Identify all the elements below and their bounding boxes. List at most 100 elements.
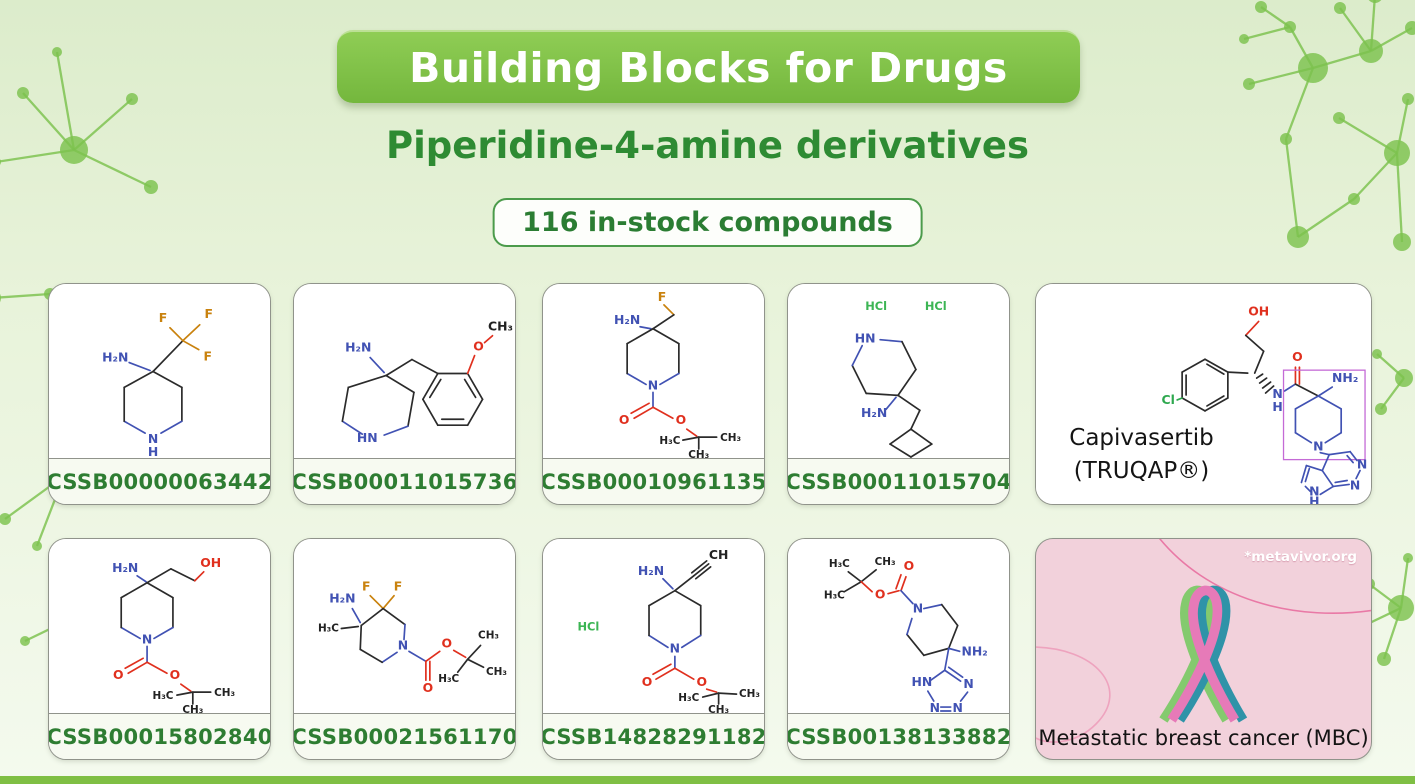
structure-CSSB00010961135: F H₂N N O O H₃C CH₃ CH₃	[543, 284, 764, 459]
atom-label: H₂N	[329, 591, 355, 606]
atom-label: O	[676, 412, 687, 427]
mbc-card: *metavivor.org Metastatic breast cancer …	[1035, 538, 1372, 760]
atom-label: N	[1272, 386, 1282, 401]
atom-label: F	[394, 579, 402, 594]
capivasertib-card: OH Cl N H O NH₂ N N N N H Capivasertib (…	[1035, 283, 1372, 505]
atom-label: N	[1313, 439, 1323, 454]
atom-label: H₂N	[345, 340, 371, 355]
atom-label: H₃C	[824, 590, 845, 602]
atom-label: CH₃	[486, 666, 507, 678]
atom-label: H₂N	[102, 350, 128, 365]
compound-id: CSSB00010961135	[543, 458, 764, 504]
atom-label: NH₂	[961, 643, 987, 658]
atom-label: O	[875, 587, 886, 602]
atom-label: CH₃	[214, 687, 235, 699]
drug-name-line2: (TRUQAP®)	[1073, 458, 1210, 485]
atom-label: O	[1292, 349, 1303, 364]
atom-label: H₃C	[318, 622, 339, 634]
atom-label: H₂N	[861, 405, 887, 420]
compound-card: H₂N F F F N H CSSB00000063442	[48, 283, 271, 505]
title-banner-label: Building Blocks for Drugs	[409, 43, 1008, 92]
atom-label: H₂N	[638, 563, 664, 578]
atom-label: CH₃	[875, 556, 896, 568]
atom-label: N	[963, 676, 973, 691]
atom-label: HCl	[925, 299, 947, 313]
compound-card: HCl H₂N CH N O O H₃C CH₃ CH₃ CSSB1482829…	[542, 538, 765, 760]
watermark: *metavivor.org	[1244, 549, 1357, 565]
atom-label: N	[148, 431, 158, 446]
compound-card: H₂N OH N O O H₃C CH₃ CH₃ CSSB00015802840	[48, 538, 271, 760]
atom-label: HN	[855, 331, 876, 346]
compound-card: HCl HCl HN H₂N CSSB00011015704	[787, 283, 1010, 505]
atom-label: N	[648, 377, 658, 392]
structure-CSSB00000063442: H₂N F F F N H	[49, 284, 270, 459]
compound-card: H₃C CH₃ H₃C O O N NH₂ HN N N N CSSB00138…	[787, 538, 1010, 760]
atom-label: N	[1309, 483, 1319, 498]
atom-label: H	[1272, 399, 1282, 414]
compound-id: CSSB00011015736	[294, 458, 515, 504]
atom-label: F	[362, 579, 370, 594]
atom-label: Cl	[1162, 392, 1175, 407]
atom-label: O	[904, 558, 915, 573]
atom-label: O	[619, 412, 630, 427]
title-banner: Building Blocks for Drugs	[337, 30, 1080, 103]
awareness-ribbon	[1159, 585, 1248, 723]
structure-CSSB00015802840: H₂N OH N O O H₃C CH₃ CH₃	[49, 539, 270, 714]
atom-label: HCl	[577, 619, 599, 633]
atom-label: H₃C	[152, 690, 173, 702]
atom-label: O	[696, 674, 707, 689]
atom-label: N	[930, 700, 940, 714]
atom-label: HN	[911, 674, 932, 689]
atom-label: NH₂	[1332, 370, 1358, 385]
atom-label: O	[423, 680, 434, 695]
atom-label: H₃C	[829, 558, 850, 570]
atom-label: CH₃	[488, 319, 513, 334]
atom-label: CH₃	[708, 704, 729, 714]
atom-label: N	[398, 637, 408, 652]
structure-CSSB00021561170: F F H₂N H₃C N O O CH₃ CH₃ H₃C	[294, 539, 515, 714]
compound-id: CSSB00015802840	[49, 713, 270, 759]
stock-count-badge: 116 in-stock compounds	[492, 198, 923, 247]
structure-CSSB00138133882: H₃C CH₃ H₃C O O N NH₂ HN N N N	[788, 539, 1009, 714]
atom-label: F	[204, 306, 212, 321]
structure-CSSB14828291182: HCl H₂N CH N O O H₃C CH₃ CH₃	[543, 539, 764, 714]
compound-id: CSSB14828291182	[543, 713, 764, 759]
footer-bar	[0, 776, 1415, 784]
atom-label: H₃C	[678, 692, 699, 704]
atom-label: CH₃	[478, 629, 499, 641]
atom-label: F	[203, 349, 211, 364]
atom-label: H₂N	[614, 312, 640, 327]
atom-label: N	[670, 640, 680, 655]
atom-label: HN	[357, 430, 378, 445]
atom-label: CH	[709, 547, 729, 562]
atom-label: F	[159, 310, 167, 325]
atom-label: N	[913, 601, 923, 616]
drug-name-line1: Capivasertib	[1069, 425, 1214, 451]
compound-id: CSSB00000063442	[49, 458, 270, 504]
compound-card: F H₂N N O O H₃C CH₃ CH₃ CSSB00010961135	[542, 283, 765, 505]
atom-label: H	[148, 444, 158, 459]
page-subtitle: Piperidine-4-amine derivatives	[385, 124, 1030, 167]
atom-label: CH₃	[739, 688, 760, 700]
atom-label: N	[142, 631, 152, 646]
compound-card: F F H₂N H₃C N O O CH₃ CH₃ H₃C CSSB000215…	[293, 538, 516, 760]
compound-id: CSSB00011015704	[788, 458, 1009, 504]
atom-label: OH	[1248, 303, 1269, 318]
atom-label: CH₃	[720, 432, 741, 444]
atom-label: H₂N	[112, 560, 138, 575]
atom-label: HCl	[865, 299, 887, 313]
atom-label: H	[1309, 493, 1319, 505]
atom-label: O	[642, 674, 653, 689]
mbc-graphics	[1036, 539, 1371, 743]
atom-label: O	[170, 667, 181, 682]
atom-label: CH₃	[688, 449, 709, 459]
atom-label: O	[113, 667, 124, 682]
atom-label: H₃C	[659, 435, 680, 447]
compound-card: H₂N HN O CH₃ CSSB00011015736	[293, 283, 516, 505]
atom-label: O	[473, 339, 484, 354]
structure-capivasertib: OH Cl N H O NH₂ N N N N H	[1036, 284, 1371, 505]
atom-label: F	[658, 289, 666, 304]
structure-CSSB00011015704: HCl HCl HN H₂N	[788, 284, 1009, 459]
drug-name: Capivasertib (TRUQAP®)	[1044, 422, 1239, 489]
mbc-caption: Metastatic breast cancer (MBC)	[1038, 726, 1369, 750]
